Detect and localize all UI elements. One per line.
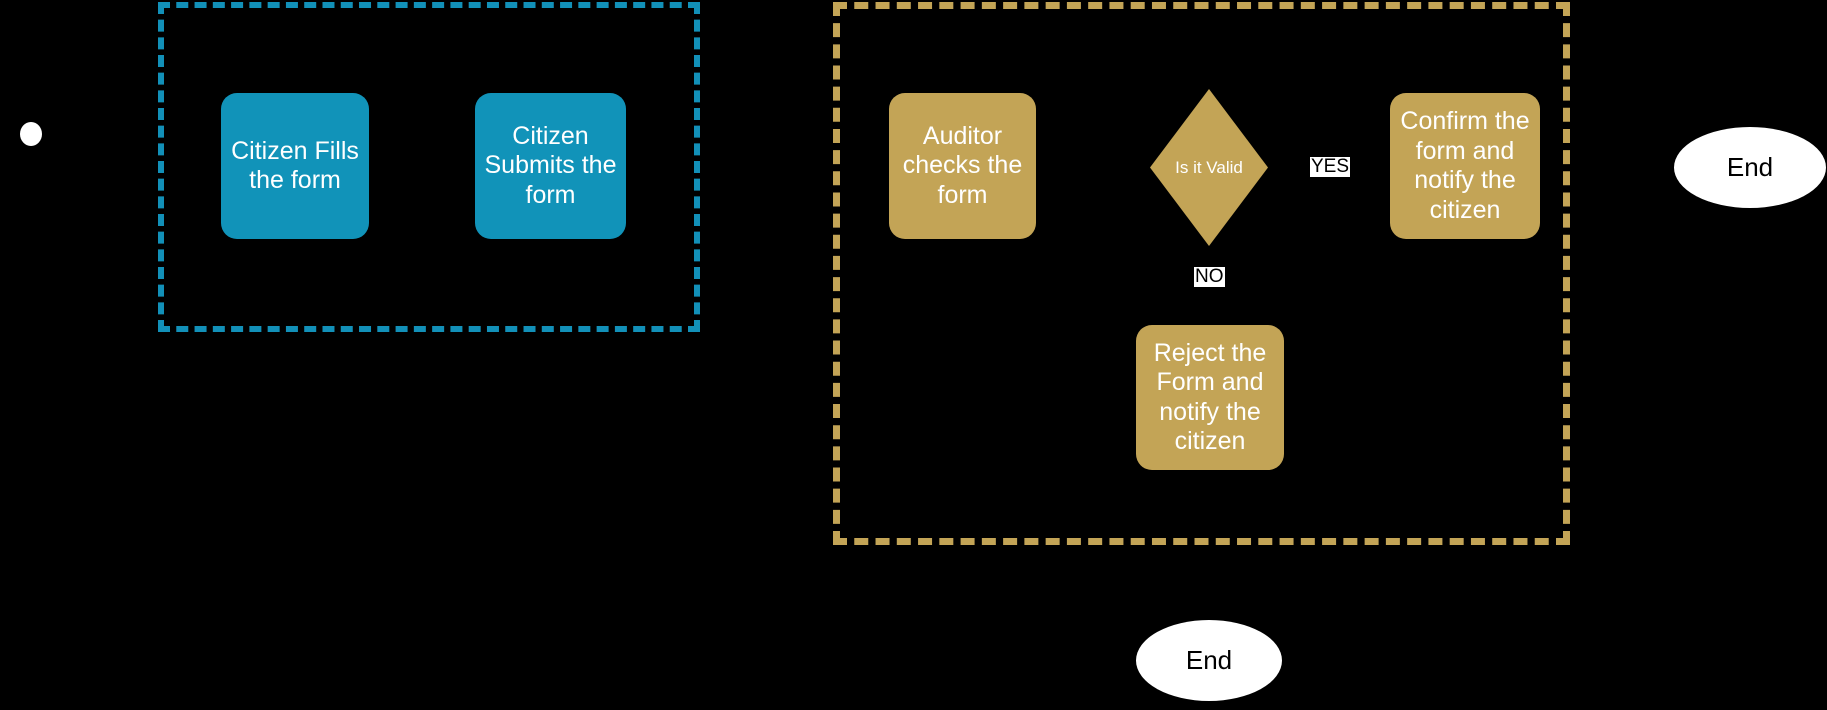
task-reject-form-notify-citizen[interactable]: Reject the Form and notify the citizen [1136, 325, 1284, 470]
task-label: Citizen Fills the form [231, 136, 359, 195]
gateway-is-it-valid[interactable]: Is it Valid [1150, 89, 1268, 246]
task-label: Confirm the form and notify the citizen [1400, 107, 1530, 224]
citizen-lane-container[interactable] [158, 2, 700, 332]
edge-label-no: NO [1194, 266, 1225, 287]
end-event-right[interactable]: End [1674, 127, 1826, 208]
task-label: Reject the Form and notify the citizen [1153, 338, 1267, 456]
task-citizen-submits-form[interactable]: Citizen Submits the form [475, 93, 626, 239]
end-event-bottom[interactable]: End [1136, 620, 1282, 701]
edge-label-yes: YES [1310, 156, 1351, 177]
auditor-lane-container[interactable] [833, 2, 1570, 545]
task-citizen-fills-form[interactable]: Citizen Fills the form [221, 93, 369, 239]
end-event-label: End [1185, 645, 1233, 675]
task-label: Citizen Submits the form [484, 121, 617, 209]
task-confirm-form-notify-citizen[interactable]: Confirm the form and notify the citizen [1390, 93, 1540, 239]
diamond-icon [1150, 89, 1268, 246]
task-label: Auditor checks the form [902, 121, 1023, 209]
end-event-label: End [1726, 152, 1774, 182]
start-event-node[interactable] [20, 122, 42, 146]
task-auditor-checks-form[interactable]: Auditor checks the form [889, 93, 1036, 239]
